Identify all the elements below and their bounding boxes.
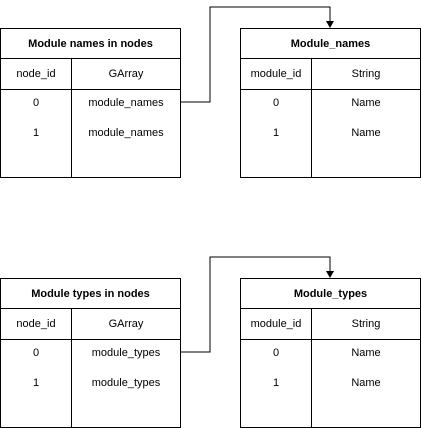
table-title: Module_types	[241, 279, 420, 309]
row-1-key: 1	[32, 127, 40, 139]
row-1-key: 1	[272, 127, 280, 139]
table-module-names-in-nodes: Module names in nodes node_id GArray 0 m…	[0, 28, 181, 178]
column-divider	[311, 59, 312, 177]
table-module-types-in-nodes: Module types in nodes node_id GArray 0 m…	[0, 278, 181, 428]
row-1-key: 1	[272, 377, 280, 389]
row-0-key: 0	[272, 97, 280, 109]
table-header-row	[1, 309, 180, 340]
connector-line	[181, 256, 331, 353]
row-0-value: Name	[351, 347, 381, 359]
column-header-module-id: module_id	[250, 318, 302, 330]
table-header-row	[1, 59, 180, 90]
row-0-key: 0	[32, 97, 40, 109]
column-header-module-id: module_id	[250, 68, 302, 80]
table-title: Module names in nodes	[1, 29, 180, 59]
column-divider	[71, 309, 72, 427]
row-1-value: Name	[351, 377, 381, 389]
row-0-key: 0	[32, 347, 40, 359]
column-header-string: String	[351, 318, 381, 330]
column-header-node-id: node_id	[16, 318, 56, 330]
row-1-value: module_names	[88, 127, 164, 139]
table-module-names: Module_names module_id String 0 Name 1 N…	[240, 28, 421, 178]
arrowhead-icon	[326, 271, 334, 278]
table-title: Module types in nodes	[1, 279, 180, 309]
table-header-row	[241, 59, 420, 90]
table-header-row	[241, 309, 420, 340]
row-0-value: module_types	[91, 347, 161, 359]
row-0-key: 0	[272, 347, 280, 359]
table-title: Module_names	[241, 29, 420, 59]
connector-module-names	[181, 6, 334, 103]
column-header-garray: GArray	[108, 68, 144, 80]
row-1-value: module_types	[91, 377, 161, 389]
column-header-garray: GArray	[108, 318, 144, 330]
column-divider	[71, 59, 72, 177]
column-divider	[311, 309, 312, 427]
connector-line	[181, 6, 331, 103]
column-header-string: String	[351, 68, 381, 80]
row-0-value: Name	[351, 97, 381, 109]
row-1-key: 1	[32, 377, 40, 389]
column-header-node-id: node_id	[16, 68, 56, 80]
row-1-value: Name	[351, 127, 381, 139]
arrowhead-icon	[326, 21, 334, 28]
row-0-value: module_names	[88, 97, 164, 109]
connector-module-types	[181, 256, 334, 353]
